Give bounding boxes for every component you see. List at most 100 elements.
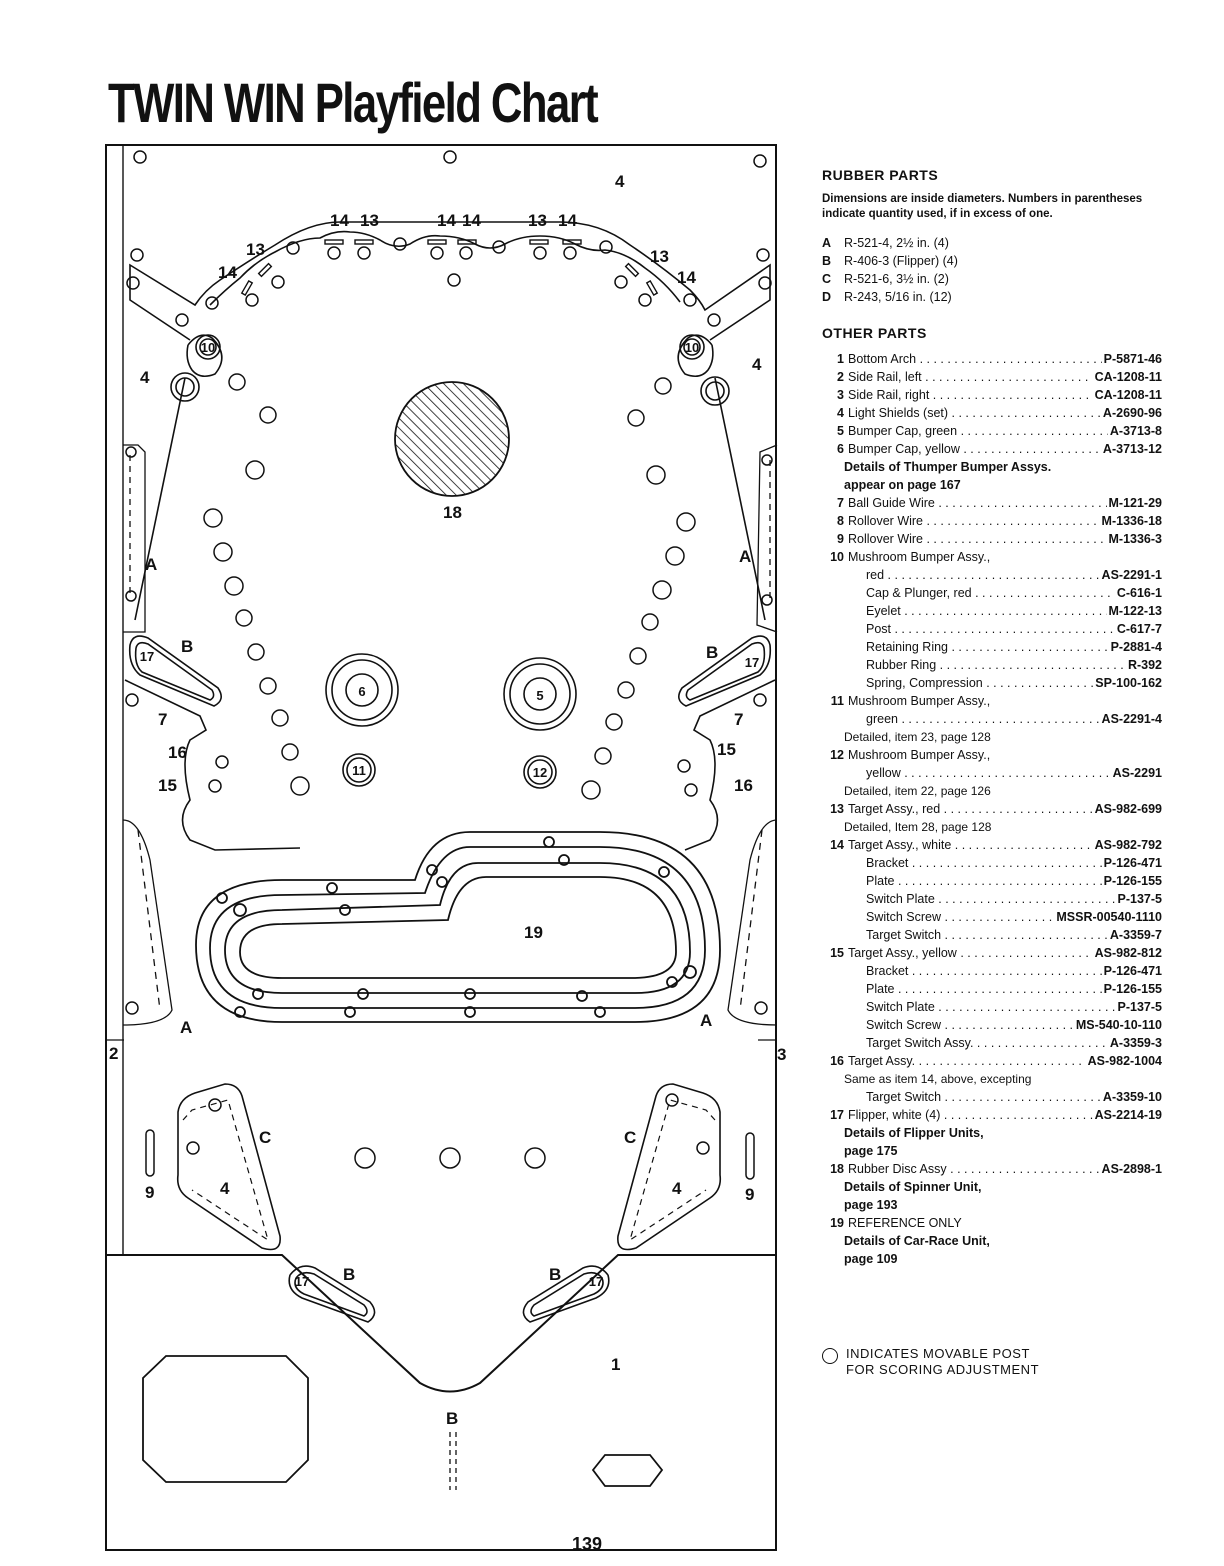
- part-note: Details of Thumper Bumper Assys.: [844, 460, 1052, 474]
- sub-part-row: Switch PlateP-137-5: [822, 998, 1162, 1016]
- flipper-label-17a: 17: [140, 649, 154, 664]
- part-code: A-3713-8: [1109, 424, 1162, 438]
- part-code: CA-1208-11: [1094, 388, 1162, 402]
- label-14f: 14: [677, 268, 696, 287]
- part-code: M-1336-18: [1101, 514, 1162, 528]
- sub-part-row: PlateP-126-155: [822, 872, 1162, 890]
- part-description: Light Shields (set): [848, 404, 1101, 422]
- sub-part-code: C-616-1: [1116, 586, 1162, 600]
- target-bank-curve: [209, 230, 681, 306]
- flipper-label-17b: 17: [745, 655, 759, 670]
- sub-part-description: Retaining Ring: [866, 638, 1109, 656]
- label-4-sling-left: 4: [220, 1179, 230, 1198]
- part-number: 19: [830, 1216, 844, 1230]
- part-number: 4: [837, 406, 844, 420]
- rubber-part-letter: D: [822, 290, 832, 304]
- label-4-right: 4: [752, 355, 762, 374]
- label-B4: B: [549, 1265, 561, 1284]
- part-description: Bumper Cap, green: [848, 422, 1108, 440]
- sub-part-row: Switch ScrewMS-540-10-110: [822, 1016, 1162, 1034]
- part-number: 15: [830, 946, 844, 960]
- label-9b: 9: [745, 1185, 754, 1204]
- part-number: 8: [837, 514, 844, 528]
- label-4-sling-right: 4: [672, 1179, 682, 1198]
- sub-part-description: Switch Plate: [866, 998, 1116, 1016]
- part-note: Same as item 14, above, excepting: [844, 1072, 1032, 1086]
- part-description: Target Assy., red: [848, 800, 1093, 818]
- label-B5: B: [446, 1409, 458, 1428]
- part-note: Detailed, Item 28, page 128: [844, 820, 992, 834]
- movable-note-line1: INDICATES MOVABLE POST: [846, 1346, 1030, 1361]
- part-note: Details of Spinner Unit,: [844, 1180, 982, 1194]
- frame-outline: [105, 144, 777, 1551]
- sub-part-description: Post: [866, 620, 1115, 638]
- bumper-label-11: 11: [352, 763, 366, 778]
- part-code: M-121-29: [1108, 496, 1163, 510]
- sub-part-description: Target Switch Assy.: [866, 1034, 1108, 1052]
- part-code: A-2690-96: [1102, 406, 1162, 420]
- upper-arch: [129, 221, 771, 621]
- sub-part-row: Switch PlateP-137-5: [822, 890, 1162, 908]
- part-code: AS-2898-1: [1101, 1162, 1162, 1176]
- movable-note-line2: FOR SCORING ADJUSTMENT: [846, 1362, 1040, 1377]
- sub-part-row: Cap & Plunger, redC-616-1: [822, 584, 1162, 602]
- side-lanes: [122, 444, 778, 1026]
- spinner-disc: [394, 381, 510, 497]
- label-16b: 16: [734, 776, 753, 795]
- sub-part-description: Plate: [866, 980, 1102, 998]
- flipper-label-17d: 17: [589, 1274, 603, 1289]
- part-code: AS-982-699: [1094, 802, 1162, 816]
- bumper-label-12: 12: [533, 765, 547, 780]
- label-B1: B: [181, 637, 193, 656]
- rubber-part-text: R-521-4, 2½ in. (4): [844, 236, 949, 250]
- sub-part-code: P-126-471: [1103, 964, 1162, 978]
- part-number: 5: [837, 424, 844, 438]
- label-7b: 7: [734, 710, 743, 729]
- label-18: 18: [443, 503, 462, 522]
- rubber-part-text: R-406-3 (Flipper) (4): [844, 254, 958, 268]
- label-2: 2: [109, 1044, 118, 1063]
- label-14e: 14: [218, 263, 237, 282]
- part-description: Mushroom Bumper Assy.,: [848, 748, 991, 762]
- part-code: CA-1208-11: [1094, 370, 1162, 384]
- part-note: Detailed, item 23, page 128: [844, 730, 991, 744]
- part-row: 4 Light Shields (set)A-2690-96: [822, 404, 1162, 422]
- sub-part-code: P-2881-4: [1110, 640, 1162, 654]
- part-note: Detailed, item 22, page 126: [844, 784, 991, 798]
- part-description: Rollover Wire: [848, 530, 1107, 548]
- label-B3: B: [343, 1265, 355, 1284]
- part-code: AS-982-792: [1094, 838, 1162, 852]
- rubber-parts-heading: RUBBER PARTS: [822, 167, 939, 183]
- sub-part-description: Target Switch: [866, 926, 1108, 944]
- part-number: 6: [837, 442, 844, 456]
- part-number: 1: [837, 352, 844, 366]
- sub-part-row: PostC-617-7: [822, 620, 1162, 638]
- label-9a: 9: [145, 1183, 154, 1202]
- label-A2: A: [739, 547, 751, 566]
- rubber-parts-intro: Dimensions are inside diameters. Numbers…: [822, 193, 1143, 220]
- callout-labels: 14 13 14 14 13 14 13 14 13 14 4 4 4 18 A…: [109, 172, 786, 1428]
- label-C1: C: [259, 1128, 271, 1147]
- sub-part-code: MSSR-00540-1110: [1056, 910, 1162, 924]
- part-description: Ball Guide Wire: [848, 494, 1107, 512]
- label-13b: 13: [528, 211, 547, 230]
- label-1: 1: [611, 1355, 620, 1374]
- apron-details: [142, 1355, 664, 1490]
- sub-part-code: MS-540-10-110: [1075, 1018, 1162, 1032]
- part-code: AS-2214-19: [1094, 1108, 1162, 1122]
- sub-part-code: P-137-5: [1117, 892, 1162, 906]
- bumper-label-5: 5: [536, 688, 543, 703]
- page-number: 139: [572, 1534, 603, 1554]
- part-note: Details of Car-Race Unit,: [844, 1234, 990, 1248]
- part-number: 10: [830, 550, 844, 564]
